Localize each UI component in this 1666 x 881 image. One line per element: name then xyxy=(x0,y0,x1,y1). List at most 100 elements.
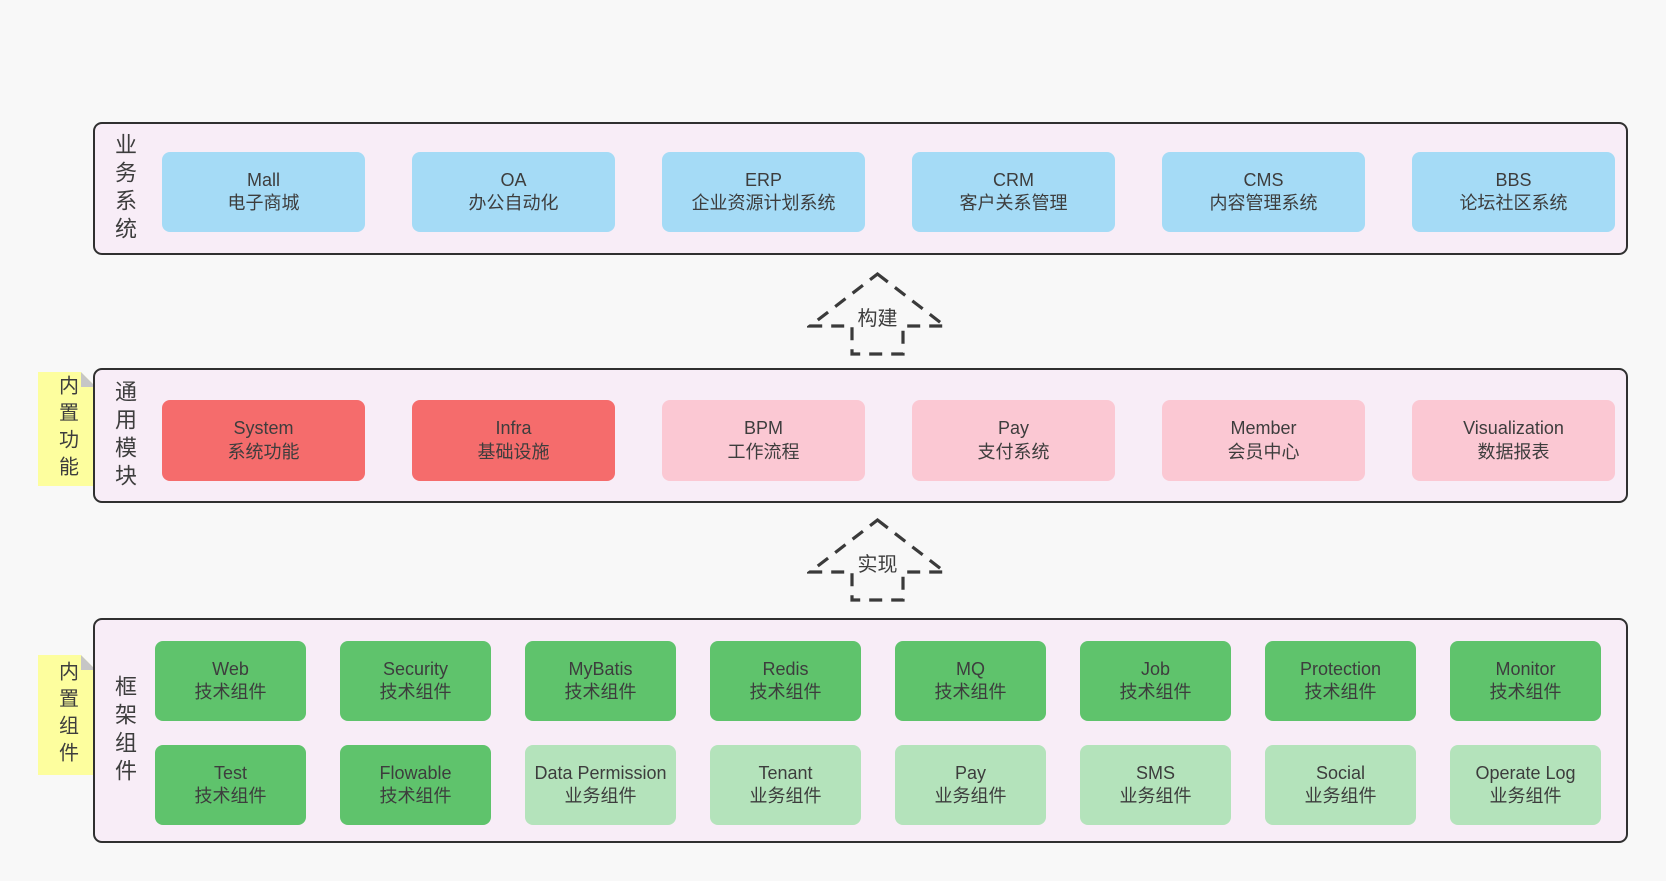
arrow-build: 构建 xyxy=(807,271,948,357)
box-subtitle: 技术组件 xyxy=(749,682,822,702)
box-mybatis: MyBatis 技术组件 xyxy=(525,641,676,721)
band-label: 通用模块 xyxy=(112,379,137,492)
box-title: Tenant xyxy=(758,762,813,783)
box-crm: CRM 客户关系管理 xyxy=(912,152,1115,232)
box-subtitle: 技术组件 xyxy=(379,786,452,806)
box-mall: Mall 电子商城 xyxy=(162,152,365,232)
box-erp: ERP 企业资源计划系统 xyxy=(662,152,865,232)
box-title: MQ xyxy=(956,658,985,679)
box-subtitle: 技术组件 xyxy=(1304,682,1377,702)
box-title: Operate Log xyxy=(1475,762,1576,783)
box-title: ERP xyxy=(744,169,782,190)
box-title: Pay xyxy=(954,762,987,783)
sticky-note-label: 内置组件 xyxy=(55,661,78,769)
band-business-systems: 业务系统 Mall 电子商城 OA 办公自动化 ERP 企业资源计划系统 CRM… xyxy=(93,122,1628,255)
box-subtitle: 业务组件 xyxy=(1489,786,1562,806)
box-subtitle: 技术组件 xyxy=(934,682,1007,702)
box-pay: Pay 支付系统 xyxy=(912,400,1115,481)
sticky-note-built-in-features: 内置功能 xyxy=(38,372,96,486)
box-title: CMS xyxy=(1243,169,1284,190)
box-subtitle: 技术组件 xyxy=(194,682,267,702)
box-web: Web 技术组件 xyxy=(155,641,306,721)
box-bbs: BBS 论坛社区系统 xyxy=(1412,152,1615,232)
box-subtitle: 论坛社区系统 xyxy=(1459,193,1568,213)
up-arrow-icon xyxy=(807,517,948,602)
box-title: CRM xyxy=(993,169,1034,190)
box-security: Security 技术组件 xyxy=(340,641,491,721)
box-subtitle: 会员中心 xyxy=(1227,441,1300,462)
band-common-modules: 通用模块 System 系统功能 Infra 基础设施 BPM 工作流程 Pay… xyxy=(93,368,1628,503)
box-subtitle: 业务组件 xyxy=(749,786,822,806)
box-title: MyBatis xyxy=(568,658,633,679)
box-subtitle: 技术组件 xyxy=(1119,682,1192,702)
box-title: BPM xyxy=(743,418,783,439)
box-redis: Redis 技术组件 xyxy=(710,641,861,721)
arrow-label: 实现 xyxy=(854,547,901,578)
box-title: SMS xyxy=(1135,762,1175,783)
box-bpm: BPM 工作流程 xyxy=(662,400,865,481)
box-subtitle: 技术组件 xyxy=(1489,682,1562,702)
box-title: Protection xyxy=(1299,658,1382,679)
box-title: Web xyxy=(212,658,249,679)
box-pay-component: Pay 业务组件 xyxy=(895,745,1046,825)
box-visualization: Visualization 数据报表 xyxy=(1412,400,1615,481)
box-operate-log: Operate Log 业务组件 xyxy=(1450,745,1601,825)
box-title: Infra xyxy=(495,418,532,439)
band-framework-components: 框架组件 Web 技术组件 Security 技术组件 MyBatis 技术组件… xyxy=(93,618,1628,843)
box-cms: CMS 内容管理系统 xyxy=(1162,152,1365,232)
sticky-note-label: 内置功能 xyxy=(55,375,78,483)
box-subtitle: 技术组件 xyxy=(194,786,267,806)
sticky-note-built-in-components: 内置组件 xyxy=(38,655,96,775)
box-title: Visualization xyxy=(1463,418,1564,439)
box-subtitle: 内容管理系统 xyxy=(1209,193,1318,213)
arrow-label: 构建 xyxy=(854,301,901,332)
box-title: BBS xyxy=(1495,169,1532,190)
box-social: Social 业务组件 xyxy=(1265,745,1416,825)
arrow-implement: 实现 xyxy=(807,517,948,603)
box-subtitle: 工作流程 xyxy=(727,441,800,462)
box-title: Security xyxy=(382,658,449,679)
box-title: Flowable xyxy=(379,762,452,783)
box-subtitle: 客户关系管理 xyxy=(959,193,1068,213)
box-title: Social xyxy=(1315,762,1366,783)
box-subtitle: 技术组件 xyxy=(379,682,452,702)
box-infra: Infra 基础设施 xyxy=(412,400,615,481)
box-oa: OA 办公自动化 xyxy=(412,152,615,232)
box-subtitle: 系统功能 xyxy=(227,441,300,462)
box-subtitle: 办公自动化 xyxy=(468,193,559,213)
box-title: Mall xyxy=(246,169,280,190)
box-title: Member xyxy=(1230,418,1297,439)
box-subtitle: 业务组件 xyxy=(934,786,1007,806)
box-title: Pay xyxy=(997,418,1030,439)
box-tenant: Tenant 业务组件 xyxy=(710,745,861,825)
box-system: System 系统功能 xyxy=(162,400,365,481)
box-subtitle: 基础设施 xyxy=(477,441,550,462)
box-subtitle: 支付系统 xyxy=(977,441,1050,462)
box-test: Test 技术组件 xyxy=(155,745,306,825)
box-subtitle: 电子商城 xyxy=(227,193,300,213)
box-subtitle: 业务组件 xyxy=(564,786,637,806)
box-title: Test xyxy=(213,762,247,783)
box-title: Data Permission xyxy=(534,762,667,783)
box-data-permission: Data Permission 业务组件 xyxy=(525,745,676,825)
box-subtitle: 企业资源计划系统 xyxy=(691,193,836,213)
band-label: 框架组件 xyxy=(112,674,137,787)
box-subtitle: 数据报表 xyxy=(1477,441,1550,462)
box-monitor: Monitor 技术组件 xyxy=(1450,641,1601,721)
box-subtitle: 业务组件 xyxy=(1304,786,1377,806)
box-title: Job xyxy=(1140,658,1171,679)
box-protection: Protection 技术组件 xyxy=(1265,641,1416,721)
box-subtitle: 业务组件 xyxy=(1119,786,1192,806)
box-flowable: Flowable 技术组件 xyxy=(340,745,491,825)
box-sms: SMS 业务组件 xyxy=(1080,745,1231,825)
box-title: Redis xyxy=(762,658,809,679)
box-title: Monitor xyxy=(1495,658,1556,679)
box-mq: MQ 技术组件 xyxy=(895,641,1046,721)
box-subtitle: 技术组件 xyxy=(564,682,637,702)
box-member: Member 会员中心 xyxy=(1162,400,1365,481)
box-title: System xyxy=(233,418,294,439)
up-arrow-icon xyxy=(807,271,948,356)
box-job: Job 技术组件 xyxy=(1080,641,1231,721)
box-title: OA xyxy=(500,169,527,190)
